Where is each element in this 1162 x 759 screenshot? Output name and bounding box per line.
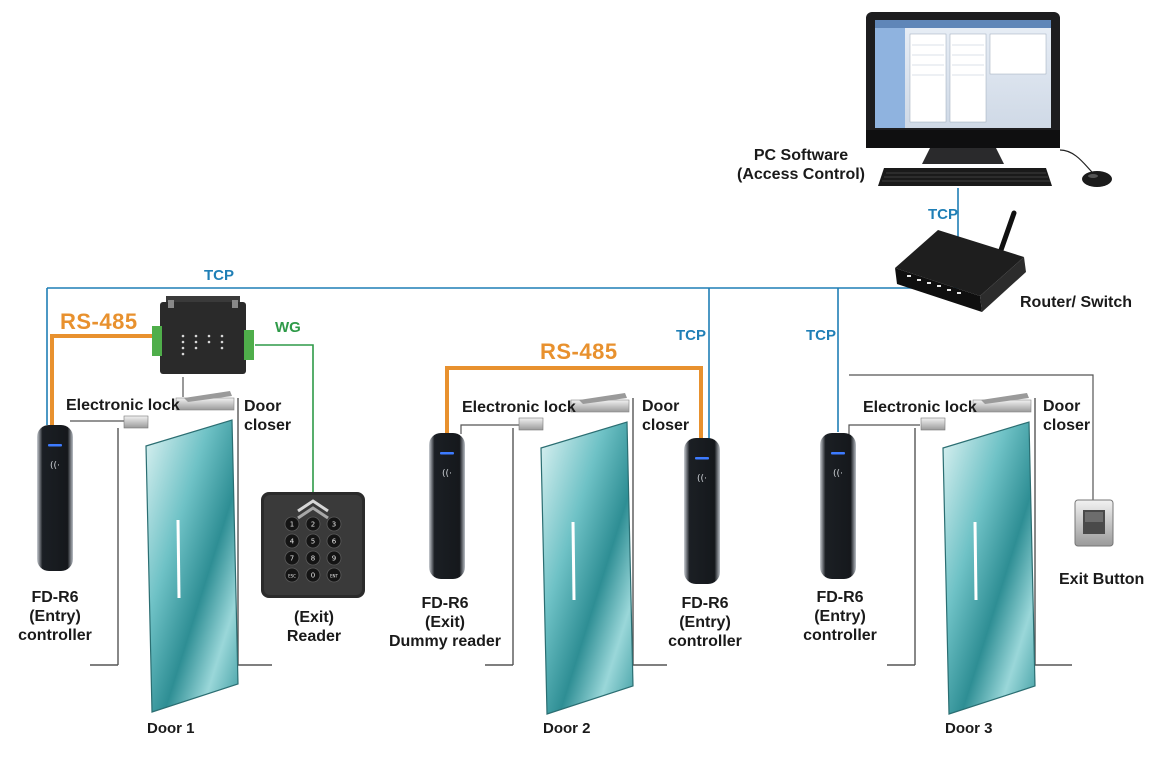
door3-controller-label: FD-R6 (Entry) controller — [790, 588, 890, 645]
keypad-key — [305, 533, 321, 549]
door2-controller-label: FD-R6 (Entry) controller — [655, 594, 755, 651]
door-closer-2 — [570, 393, 630, 413]
wiring — [70, 374, 1094, 500]
electronic-lock-label-1: Electronic lock — [66, 397, 180, 414]
door-closer-label-1: Door closer — [244, 397, 291, 435]
electronic-lock-1 — [123, 415, 149, 429]
keypad-key-label: 1 — [290, 521, 294, 529]
electronic-lock-label-3: Electronic lock — [863, 399, 977, 416]
door2-dummy-type: Dummy reader — [388, 633, 502, 650]
tcp-label-door3: TCP — [806, 327, 836, 344]
door-closer-2-line1: Door — [642, 398, 680, 415]
door-closer-1-line2: closer — [244, 417, 292, 434]
keypad-key — [305, 516, 321, 532]
pc-computer — [866, 12, 1112, 187]
keypad-key-label: ENT — [330, 574, 339, 579]
keypad-key-label: 0 — [311, 572, 315, 580]
door-closer-label-2: Door closer — [642, 397, 689, 435]
door1-controller-role: (Entry) — [29, 608, 81, 625]
door-closer-3-line2: closer — [1043, 417, 1091, 434]
router-switch — [895, 210, 1026, 312]
tcp-label-pc: TCP — [928, 206, 958, 223]
keypad-key — [326, 550, 342, 566]
keypad-key-label: 3 — [332, 521, 336, 529]
door2-controller-model: FD-R6 — [681, 595, 729, 612]
svg-text:((·: ((· — [50, 461, 60, 471]
keypad-key — [284, 516, 300, 532]
keypad-key — [284, 533, 300, 549]
keypad-key — [284, 550, 300, 566]
keypad-key-label: 8 — [311, 555, 315, 563]
door3-controller-role: (Entry) — [814, 608, 866, 625]
door-closer-1-line1: Door — [244, 398, 282, 415]
door-2-graphic — [485, 393, 667, 715]
relay-box — [152, 296, 254, 374]
door-3-graphic — [887, 393, 1072, 715]
door1-reader-label: (Exit) Reader — [264, 608, 364, 646]
door2-dummy-label: FD-R6 (Exit) Dummy reader — [385, 594, 505, 651]
door2-controller-role: (Entry) — [679, 614, 731, 631]
door3-controller-model: FD-R6 — [816, 589, 864, 606]
exit-button-label: Exit Button — [1059, 571, 1145, 588]
keypad-key-label: 4 — [290, 538, 295, 546]
door-closer-2-line2: closer — [642, 417, 690, 434]
keypad-key — [305, 550, 321, 566]
tcp-label-door2: TCP — [676, 327, 706, 344]
door-closer-3 — [972, 393, 1032, 413]
keypad-key-label: 7 — [290, 555, 294, 563]
door1-controller-label: FD-R6 (Entry) controller — [5, 588, 105, 645]
keypad-key-label: 2 — [311, 521, 315, 529]
svg-text:((·: ((· — [697, 474, 707, 484]
fd-r6-reader-door3-entry: ((· — [820, 433, 856, 579]
door-1-title: Door 1 — [147, 720, 195, 737]
pc-software-label: PC Software (Access Control) — [736, 146, 866, 184]
door1-controller-type: controller — [18, 627, 92, 644]
keypad-key — [326, 516, 342, 532]
pc-label-line2: (Access Control) — [736, 166, 866, 183]
door-closer-1 — [175, 391, 235, 411]
electronic-lock-3 — [920, 417, 946, 431]
door-2-title: Door 2 — [543, 720, 591, 737]
door-closer-3-line1: Door — [1043, 398, 1081, 415]
door1-controller-model: FD-R6 — [31, 589, 79, 606]
keypad-key — [284, 567, 300, 583]
router-label: Router/ Switch — [1020, 294, 1133, 311]
electronic-lock-label-2: Electronic lock — [462, 399, 576, 416]
fd-r6-reader-door2-entry: ((· — [684, 438, 720, 584]
keypad-key-label: 6 — [332, 538, 337, 546]
door2-controller-type: controller — [668, 633, 742, 650]
rs485-label-door2: RS-485 — [540, 339, 618, 364]
keypad-key — [326, 533, 342, 549]
door3-controller-type: controller — [803, 627, 877, 644]
door1-reader-type: Reader — [286, 628, 342, 645]
fd-r6-reader-door1-entry: ((· — [37, 425, 73, 571]
door2-dummy-model: FD-R6 — [421, 595, 469, 612]
wg-line — [255, 344, 314, 492]
pc-label-line1: PC Software — [753, 147, 849, 164]
keypad-key-label: 5 — [311, 538, 315, 546]
keypad-key-label: 9 — [332, 555, 336, 563]
fd-r6-reader-door2-exit-dummy: ((· — [429, 433, 465, 579]
door2-dummy-role: (Exit) — [425, 614, 465, 631]
rs485-lines — [50, 334, 703, 440]
exit-button-device — [1074, 499, 1114, 547]
rs485-label-door1: RS-485 — [60, 309, 138, 334]
tcp-network-lines — [46, 188, 985, 440]
keypad-key-label: ESC — [288, 574, 296, 579]
svg-text:((·: ((· — [833, 469, 843, 479]
door1-reader-role: (Exit) — [294, 609, 334, 626]
svg-text:((·: ((· — [442, 469, 452, 479]
door-1-graphic — [90, 391, 272, 713]
keypad-key — [305, 567, 321, 583]
tcp-label-bus: TCP — [204, 267, 234, 284]
keypad-key — [326, 567, 342, 583]
electronic-lock-2 — [518, 417, 544, 431]
door-closer-label-3: Door closer — [1043, 397, 1090, 435]
door-3-title: Door 3 — [945, 720, 993, 737]
wg-label: WG — [275, 319, 301, 336]
